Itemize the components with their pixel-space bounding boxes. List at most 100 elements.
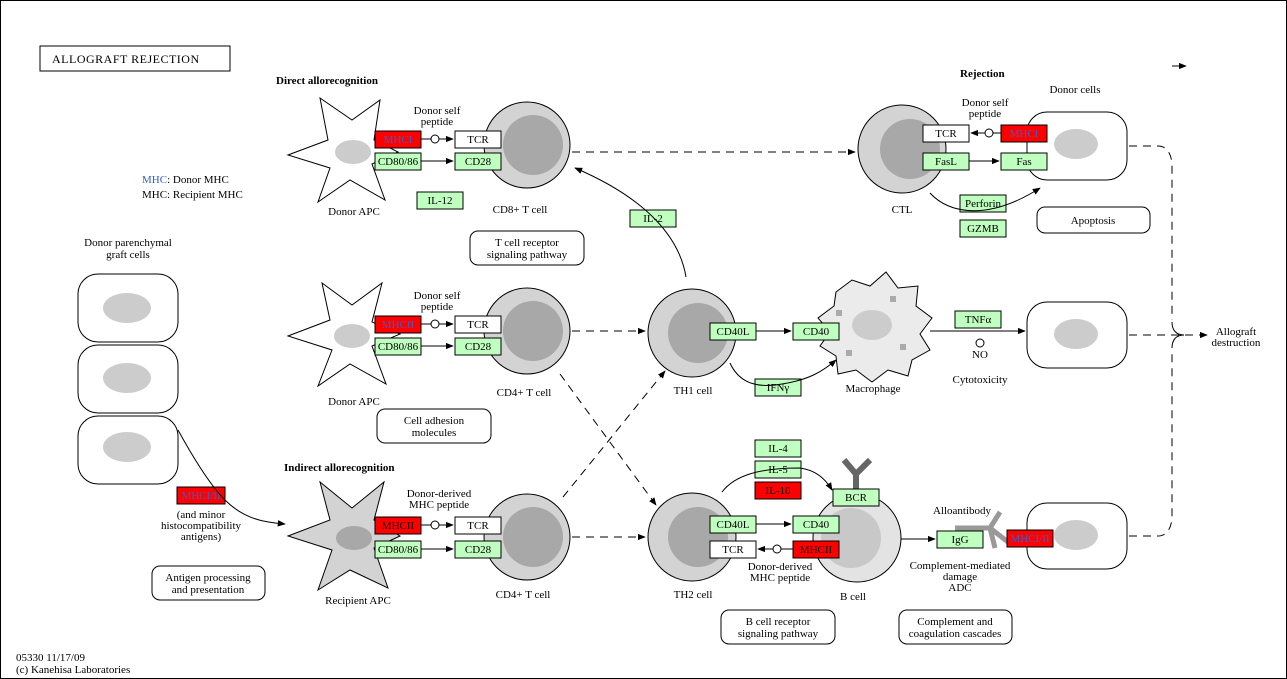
svg-text:CD40: CD40 <box>803 326 830 338</box>
antibody-icon <box>955 510 1010 549</box>
label-donor-apc-middle: Donor APC <box>328 396 380 408</box>
peptide-icon <box>430 319 440 329</box>
footer-copyright: (c) Kanehisa Laboratories <box>16 664 130 676</box>
peptide-icon <box>430 520 440 530</box>
gene-mhci-direct[interactable]: MHCI <box>374 130 422 149</box>
label-recipient-apc: Recipient APC <box>325 595 391 607</box>
label-ctl: CTL <box>892 204 913 216</box>
gene-cd40l-th1[interactable]: CD40L <box>709 322 757 341</box>
gene-mhci-ctl[interactable]: MHCI <box>1000 124 1048 143</box>
svg-text:IL-12: IL-12 <box>427 195 452 207</box>
legend-recipient-mhc: MHC: Recipient MHC <box>142 189 243 201</box>
svg-text:MHCI: MHCI <box>1010 128 1039 140</box>
label-th1-cell: TH1 cell <box>674 385 713 397</box>
gene-il2[interactable]: IL-2 <box>629 209 677 228</box>
graft-cell <box>77 344 179 414</box>
gene-mhcii-bcell[interactable]: MHCII <box>792 540 840 559</box>
gene-gzmb[interactable]: GZMB <box>959 219 1007 238</box>
svg-text:TCR: TCR <box>467 319 489 331</box>
bcr-receptor-icon <box>841 457 873 490</box>
svg-text:IL-10: IL-10 <box>765 485 791 497</box>
gene-mhci-ii-target[interactable]: MHCI/II <box>1006 529 1054 548</box>
link-cd4-mid-to-th2 <box>559 373 657 506</box>
donor-apc-top-nucleus <box>335 140 371 164</box>
gene-mhci-ii-graft[interactable]: MHCI/II <box>176 486 226 505</box>
svg-text:GZMB: GZMB <box>967 223 999 235</box>
label-donor-cells: Donor cells <box>1049 84 1100 96</box>
gene-cd40-macrophage[interactable]: CD40 <box>792 322 840 341</box>
label-cytotoxicity: Cytotoxicity <box>953 374 1009 386</box>
gene-tcr-indirect[interactable]: TCR <box>454 516 502 535</box>
svg-text:MHCI: MHCI <box>384 134 413 146</box>
svg-text:Perforin: Perforin <box>965 198 1002 210</box>
svg-text:MHCII: MHCII <box>382 520 415 532</box>
svg-text:CD80/86: CD80/86 <box>378 544 419 556</box>
gene-cd28-direct[interactable]: CD28 <box>454 152 502 171</box>
svg-text:BCR: BCR <box>845 492 868 504</box>
svg-text:Apoptosis: Apoptosis <box>1071 215 1116 227</box>
pathway-apoptosis[interactable]: Apoptosis <box>1036 206 1151 234</box>
svg-text:CD80/86: CD80/86 <box>378 341 419 353</box>
gene-il10[interactable]: IL-10 <box>754 481 802 500</box>
gene-bcr[interactable]: BCR <box>832 488 880 507</box>
gene-tcr-ctl[interactable]: TCR <box>922 124 970 143</box>
svg-text:CD28: CD28 <box>465 544 492 556</box>
link-rejection-bottom <box>1129 350 1173 537</box>
gene-tnfa[interactable]: TNFα <box>954 310 1002 329</box>
gene-cd40-bcell[interactable]: CD40 <box>792 515 840 534</box>
no-compound-icon <box>975 338 985 348</box>
peptide-icon <box>430 134 440 144</box>
heading-indirect: Indirect allorecognition <box>284 462 395 474</box>
arrow-graft-to-recipient-apc <box>177 429 286 527</box>
svg-text:CD40L: CD40L <box>717 326 750 338</box>
gene-il5[interactable]: IL-5 <box>754 460 802 479</box>
svg-text:CD40L: CD40L <box>717 519 750 531</box>
gene-il12[interactable]: IL-12 <box>416 191 464 210</box>
svg-text:MHCI/II: MHCI/II <box>181 490 220 502</box>
gene-igg[interactable]: IgG <box>936 530 984 549</box>
svg-text:FasL: FasL <box>935 156 957 168</box>
svg-text:IgG: IgG <box>951 534 968 546</box>
label-macrophage: Macrophage <box>846 383 901 395</box>
gene-mhcii-indirect[interactable]: MHCII <box>374 516 422 535</box>
legend-donor-mhc: MHC: Donor MHC <box>142 174 229 186</box>
graft-cell <box>77 415 179 485</box>
gene-tcr-th2[interactable]: TCR <box>709 540 757 559</box>
svg-text:TCR: TCR <box>467 134 489 146</box>
link-cd4-bottom-to-th1 <box>562 370 666 498</box>
gene-cd80-86-middle[interactable]: CD80/86 <box>374 337 422 356</box>
gene-il4[interactable]: IL-4 <box>754 439 802 458</box>
gene-fas[interactable]: Fas <box>1000 152 1048 171</box>
gene-cd80-86-direct[interactable]: CD80/86 <box>374 152 422 171</box>
gene-fasl[interactable]: FasL <box>922 152 970 171</box>
gene-perforin[interactable]: Perforin <box>959 194 1007 213</box>
gene-tcr-direct[interactable]: TCR <box>454 130 502 149</box>
gene-cd80-86-indirect[interactable]: CD80/86 <box>374 540 422 559</box>
gene-cd40l-th2[interactable]: CD40L <box>709 515 757 534</box>
gene-tcr-middle[interactable]: TCR <box>454 315 502 334</box>
label-alloantibody: Alloantibody <box>933 505 992 517</box>
svg-text:CD28: CD28 <box>465 341 492 353</box>
gene-mhcii-direct[interactable]: MHCII <box>374 315 422 334</box>
svg-text:TNFα: TNFα <box>965 314 992 326</box>
gene-cd28-middle[interactable]: CD28 <box>454 337 502 356</box>
label-th2-cell: TH2 cell <box>674 589 713 601</box>
gene-cd28-indirect[interactable]: CD28 <box>454 540 502 559</box>
label-no: NO <box>972 349 988 361</box>
